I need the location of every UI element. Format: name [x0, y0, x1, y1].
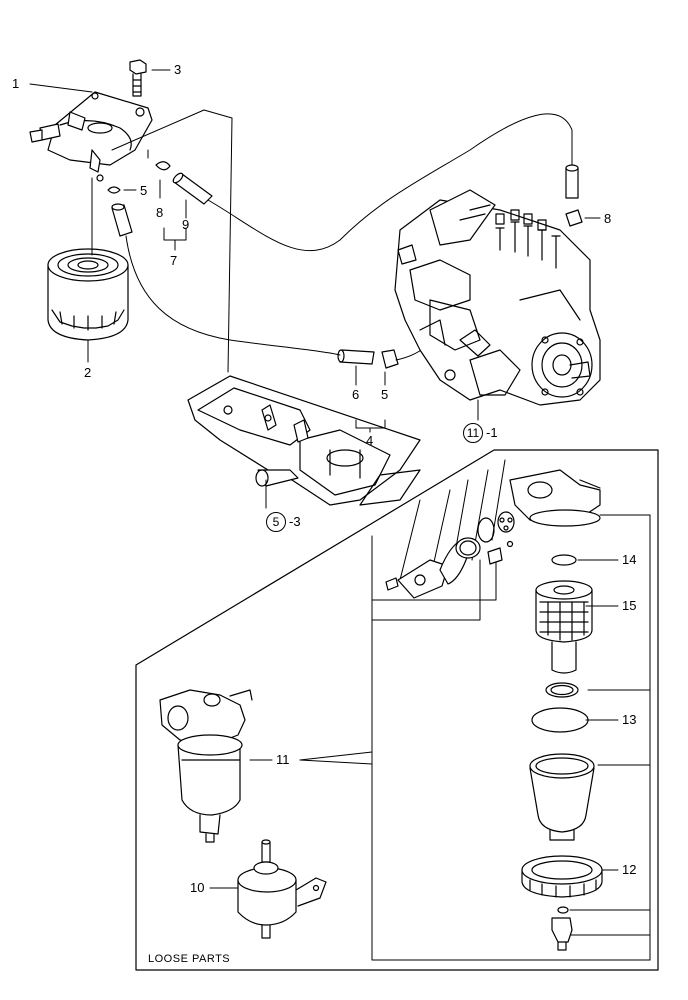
callout-7: 7: [170, 253, 178, 268]
hose-clips-and-pipes: [107, 161, 583, 369]
callout-4: 4: [366, 433, 374, 448]
callout-10: 10: [190, 880, 205, 895]
callout-5-lower: 5: [381, 387, 389, 402]
callout-2: 2: [84, 365, 92, 380]
callout-9: 9: [182, 217, 190, 232]
leader-lines: [29, 69, 619, 889]
part-10-inline-filter: [237, 839, 327, 939]
reference-11-suffix: -1: [486, 425, 498, 440]
loose-parts-label: LOOSE PARTS: [148, 953, 231, 965]
callout-5-upper: 5: [140, 183, 148, 198]
exploded-view-bracket: [371, 459, 651, 961]
callout-6: 6: [352, 387, 360, 402]
callout-12: 12: [622, 862, 637, 877]
callout-8-left: 8: [156, 205, 164, 220]
callout-15: 15: [622, 598, 637, 613]
part-1-filter-head: [29, 91, 153, 182]
reference-5-circle: 5: [266, 512, 286, 532]
callout-3: 3: [174, 62, 182, 77]
part-3-bolt: [129, 59, 147, 97]
callout-8-right: 8: [604, 211, 612, 226]
filter-components-exploded: [385, 469, 603, 951]
callout-14: 14: [622, 552, 637, 567]
callout-13: 13: [622, 712, 637, 727]
injection-pump: [394, 189, 601, 406]
callout-1: 1: [12, 76, 20, 91]
loose-parts-box: [135, 449, 659, 971]
reference-11-circle: 11: [463, 423, 483, 443]
mounting-bracket: [187, 375, 421, 506]
reference-5-suffix: -3: [289, 514, 301, 529]
callout-11: 11: [276, 752, 290, 767]
part-2-filter-cartridge: [47, 248, 129, 341]
part-11-assembled-filter: [159, 689, 253, 843]
